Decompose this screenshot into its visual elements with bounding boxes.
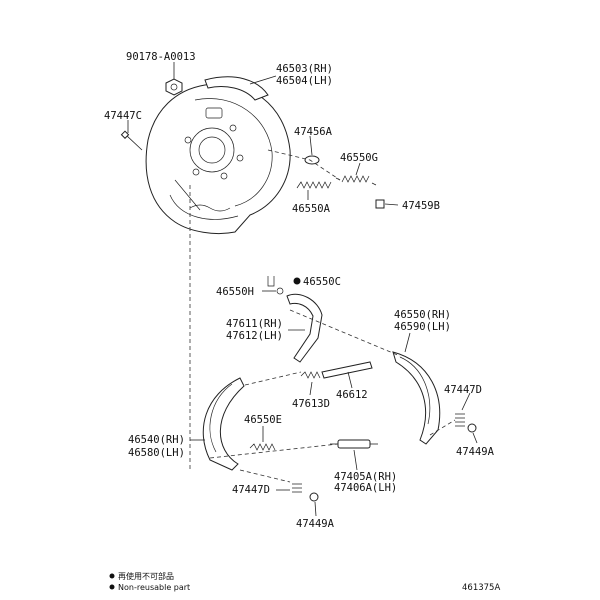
label-46550a: 46550A — [292, 203, 331, 215]
adjuster-46550g — [335, 175, 377, 186]
non-reusable-dot-46550c — [293, 277, 301, 285]
label-46504: 46504(LH) — [276, 75, 333, 87]
parking-lever-47611 — [286, 293, 323, 363]
bolt-47459b — [375, 199, 385, 209]
label-46550c: 46550C — [303, 276, 341, 288]
strut-46612 — [321, 361, 373, 379]
spring-47447d-left — [292, 483, 302, 493]
label-46550h: 46550H — [216, 286, 254, 298]
nut-90178 — [165, 78, 183, 96]
label-46550: 46550(RH) — [394, 309, 451, 321]
label-46580: 46580(LH) — [128, 447, 185, 459]
label-47405a: 47405A(RH) — [334, 471, 397, 483]
washer-47456a — [304, 155, 320, 165]
label-47613d: 47613D — [292, 398, 330, 410]
label-47612: 47612(LH) — [226, 330, 283, 342]
leader-shoe-strut — [244, 371, 302, 386]
leader-shoe-pin — [429, 419, 456, 436]
clip-46550h — [267, 276, 284, 295]
label-47449a-right: 47449A — [456, 446, 495, 458]
bolt-47447c — [120, 130, 143, 151]
legend-dot-1 — [109, 573, 115, 579]
leader-shoe-adjuster — [209, 443, 339, 459]
label-46550g: 46550G — [340, 152, 378, 164]
legend-en: Non-reusable part — [118, 583, 190, 592]
label-47406a: 47406A(LH) — [334, 482, 397, 494]
label-46540: 46540(RH) — [128, 434, 185, 446]
spring-47613d — [300, 371, 321, 379]
label-47449a-left: 47449A — [296, 518, 335, 530]
label-47459b: 47459B — [402, 200, 440, 212]
label-46503: 46503(RH) — [276, 63, 333, 75]
label-47447c: 47447C — [104, 110, 142, 122]
spring-47447d-right — [455, 413, 465, 427]
label-90178: 90178-A0013 — [126, 51, 196, 63]
label-46590: 46590(LH) — [394, 321, 451, 333]
label-47447d-right: 47447D — [444, 384, 482, 396]
leader-lines — [127, 62, 478, 517]
backing-plate — [145, 83, 291, 235]
brake-shoe-right — [392, 351, 441, 445]
spring-46550e — [249, 443, 276, 451]
dust-shield — [204, 76, 269, 101]
label-47611: 47611(RH) — [226, 318, 283, 330]
leader-shoe-spring — [239, 469, 291, 483]
legend: 再使用不可部品 Non-reusable part — [109, 571, 190, 592]
cup-47449a-left — [309, 492, 319, 502]
label-46550e: 46550E — [244, 414, 282, 426]
diagram-reference: 461375A — [462, 583, 500, 593]
legend-dot-2 — [109, 584, 115, 590]
label-46612: 46612 — [336, 389, 368, 401]
spring-46550a — [296, 181, 332, 189]
label-47456a: 47456A — [294, 126, 333, 138]
label-47447d-left: 47447D — [232, 484, 270, 496]
cup-47449a-right — [467, 423, 477, 433]
leader-lever-shoe — [289, 309, 401, 357]
brake-shoe-left — [202, 377, 245, 471]
legend-jp: 再使用不可部品 — [118, 571, 174, 581]
leader-plate-spring — [267, 149, 341, 181]
